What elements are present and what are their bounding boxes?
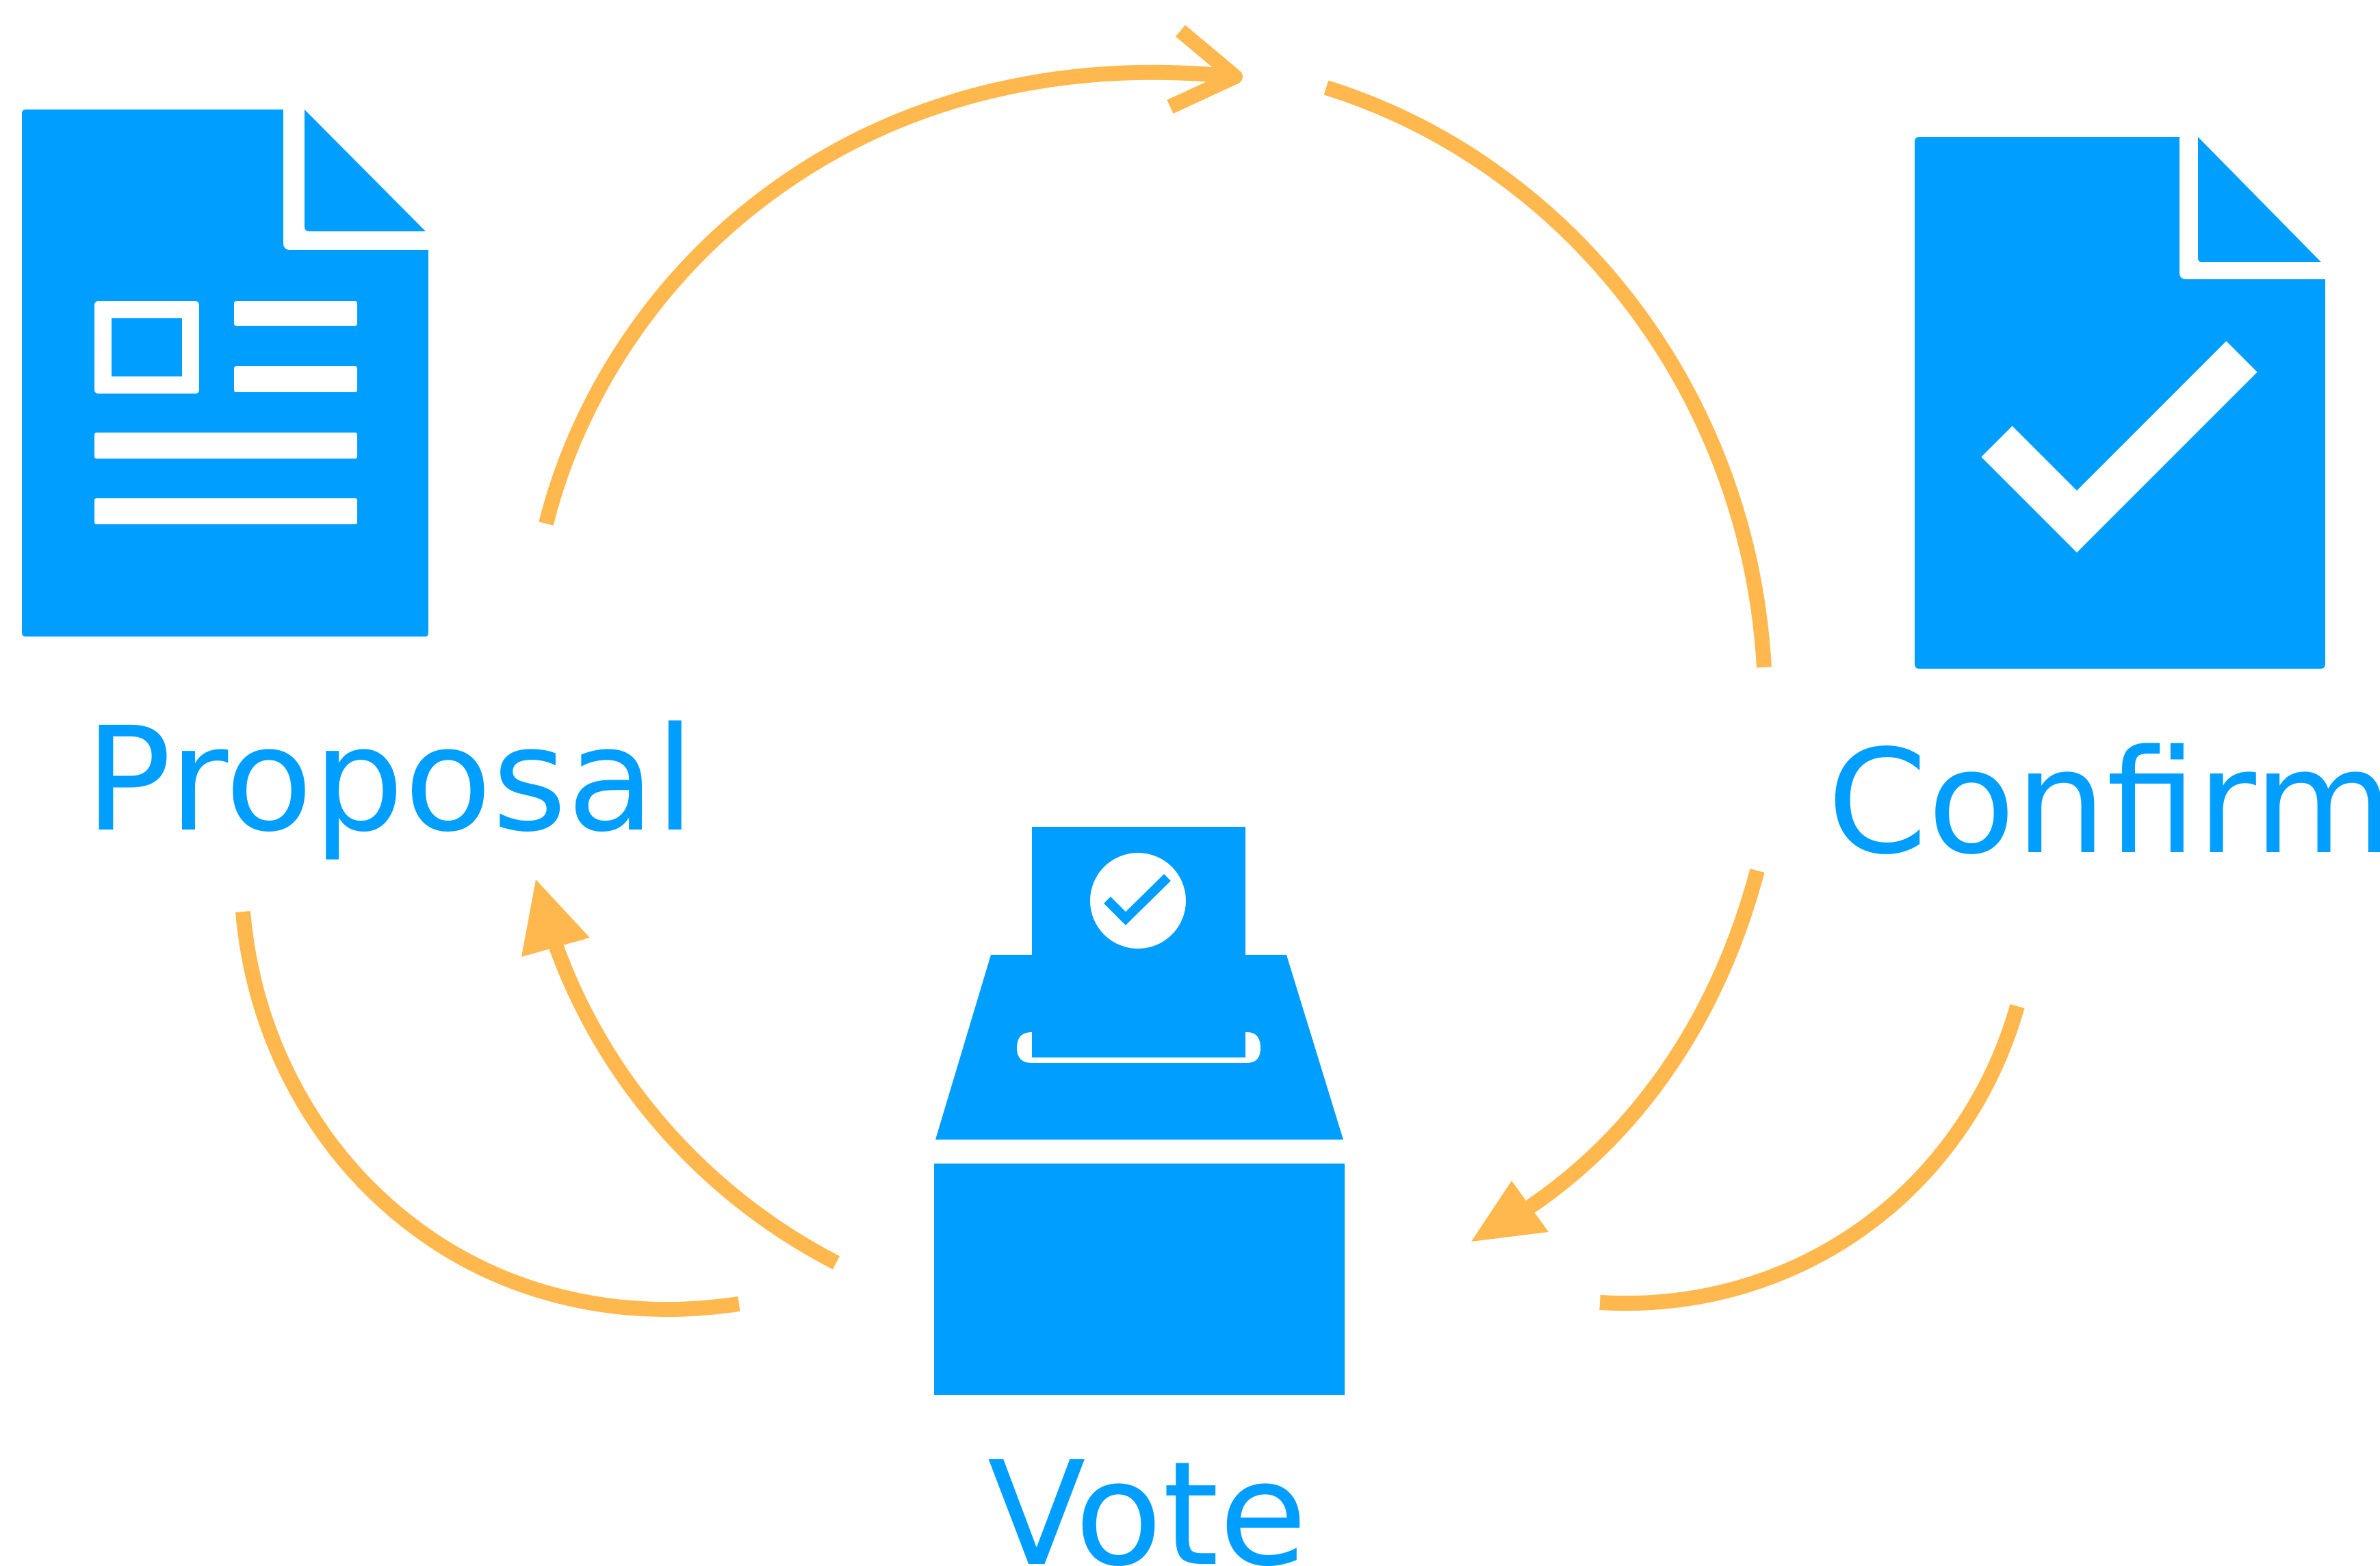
document-icon-content (94, 301, 357, 524)
confirm-label: Confirm (1827, 719, 2380, 886)
arrow-confirm-to-vote-outer (1599, 1003, 2025, 1311)
arrow-vote-to-proposal-inner (547, 938, 840, 1270)
vote-label: Vote (987, 1430, 1307, 1566)
ballot-box-icon (934, 827, 1345, 1395)
ballot-box-body (934, 1164, 1345, 1395)
arrowhead-open-top (1167, 25, 1243, 114)
document-check-icon-body (1915, 137, 2325, 669)
ballot-box-slot-paper (1032, 1027, 1245, 1057)
proposal-label: Proposal (85, 696, 695, 864)
document-check-icon-fold (2198, 137, 2321, 262)
cycle-arrows (235, 25, 2025, 1318)
arrowhead-filled-vote (1471, 1181, 1549, 1242)
document-line (234, 366, 357, 392)
document-line (94, 433, 357, 459)
document-line (234, 301, 357, 326)
document-image-inner (112, 318, 182, 376)
document-icon-fold (305, 110, 426, 231)
arrowhead-filled-proposal (521, 880, 590, 957)
arrow-proposal-to-confirm-left (539, 64, 1237, 526)
ballot-check-icon (1104, 874, 1171, 925)
document-check-icon (1915, 137, 2325, 669)
arrow-vote-to-proposal-outer (235, 911, 740, 1318)
arrow-confirm-to-vote-inner (1514, 869, 1765, 1222)
arrow-proposal-to-confirm-right (1323, 80, 1772, 668)
document-icon (22, 110, 428, 637)
check-mark-icon (1981, 341, 2258, 553)
document-line (94, 498, 357, 524)
